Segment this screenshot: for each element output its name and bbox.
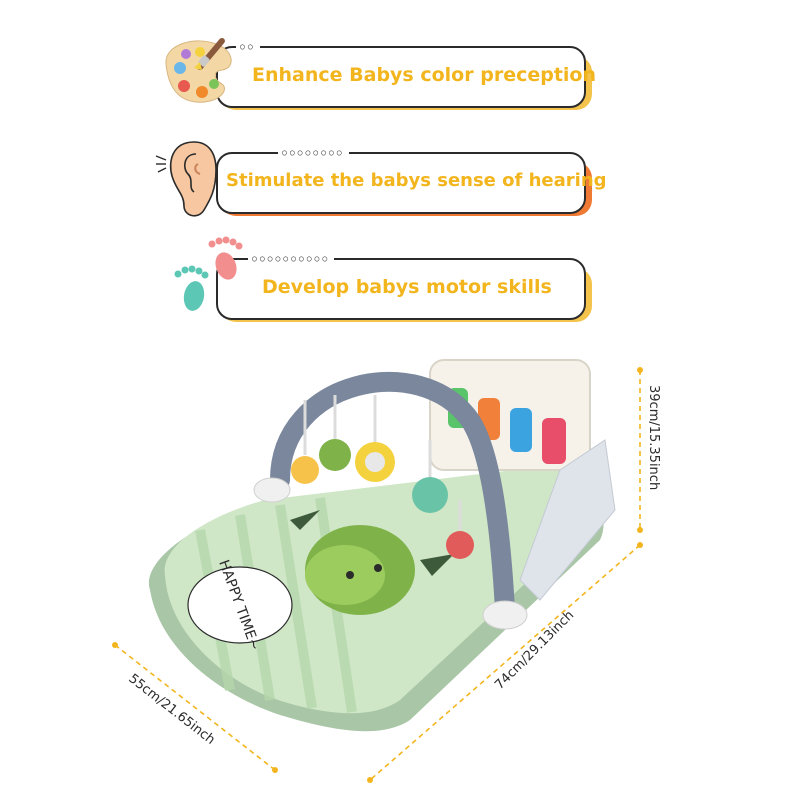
hanging-toys (291, 395, 474, 559)
dimension-lines (114, 370, 641, 781)
ear-icon (155, 141, 217, 217)
decorative-dots: ○○ (236, 42, 260, 51)
product-illustration: HAPPY TIME~ 39cm/15.35inch 74cm/29.13inc… (112, 359, 661, 783)
footprints-icon (174, 236, 243, 311)
feature-label: Develop babys motor skills (262, 276, 552, 298)
feature-box: ○○○○○○○○○○ Develop babys motor skills (216, 254, 586, 320)
feature-motor-skills: ○○○○○○○○○○ Develop babys motor skills (160, 236, 600, 334)
feature-label: Enhance Babys color preception (252, 64, 597, 86)
feature-hearing: ○○○○○○○○ Stimulate the babys sense of he… (155, 138, 607, 228)
paint-palette-icon (165, 37, 232, 103)
feature-color-perception: ○○ Enhance Babys color preception (160, 32, 600, 122)
feature-box: ○○○○○○○○ Stimulate the babys sense of he… (216, 148, 607, 214)
feature-label: Stimulate the babys sense of hearing (226, 170, 607, 191)
width-dimension-label: 55cm/21.65inch (126, 671, 218, 748)
decorative-dots: ○○○○○○○○ (278, 148, 349, 157)
height-dimension-label: 39cm/15.35inch (646, 385, 661, 490)
feature-box: ○○ Enhance Babys color preception (216, 42, 597, 108)
decorative-dots: ○○○○○○○○○○ (248, 254, 335, 263)
